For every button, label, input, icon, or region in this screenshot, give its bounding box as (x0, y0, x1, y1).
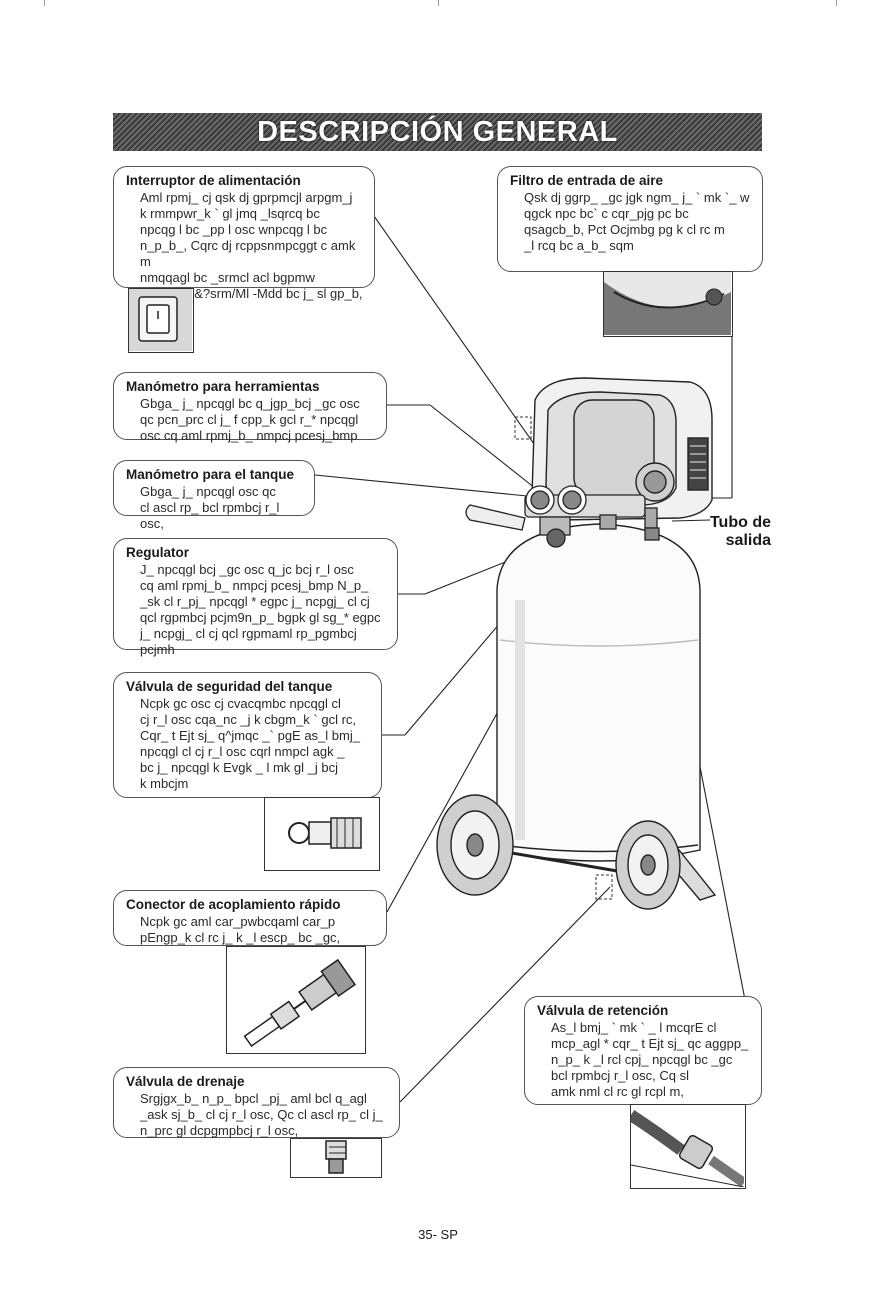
inset-check-valve-image (630, 1104, 746, 1189)
drain-valve-icon (291, 1139, 380, 1176)
callout-body: Ncpk gc osc cj cvacqmbc npcqgl cl cj r_l… (140, 696, 360, 791)
quick-coupler-icon (227, 947, 364, 1052)
callout-regulator: Regulator J_ npcqgl bcj _gc osc q_jc bcj… (113, 538, 398, 657)
callout-heading: Regulator (126, 545, 190, 560)
callout-power-switch: Interruptor de alimentación Aml rpmj_ cj… (113, 166, 375, 301)
inset-safety-valve-image (264, 797, 380, 871)
callout-quick-coupler: Conector de acoplamiento rápido Ncpk gc … (113, 890, 387, 946)
inset-filter-image (603, 271, 733, 337)
callout-drain-valve: Válvula de drenaje Srgjgx_b_ n_p_ bpcl _… (113, 1067, 400, 1138)
power-switch-icon (129, 289, 192, 351)
filter-detail-icon (604, 272, 731, 335)
callout-check-valve: Válvula de retención As_l bmj_ ` mk ` _ … (524, 996, 762, 1105)
callout-body: As_l bmj_ ` mk ` _ l mcqrE cl mcp_agl * … (551, 1020, 749, 1099)
inset-power-switch-image (128, 288, 194, 353)
callout-body: Gbga_ j_ npcqgl osc qc cl ascl rp_ bcl r… (140, 484, 280, 531)
callout-air-intake-filter: Filtro de entrada de aire Qsk dj ggrp_ _… (497, 166, 763, 272)
callout-tool-gauge: Manómetro para herramientas Gbga_ j_ npc… (113, 372, 387, 443)
callout-body: Gbga_ j_ npcqgl bc q_jgp_bcj _gc osc qc … (140, 396, 360, 443)
callout-heading: Manómetro para herramientas (126, 379, 320, 394)
outlet-tube-label: Tubo de salida (709, 514, 771, 549)
section-title: DESCRIPCIÓN GENERAL (257, 115, 618, 148)
section-title-banner: DESCRIPCIÓN GENERAL (113, 113, 762, 151)
callout-body: Qsk dj ggrp_ _gc jgk ngm_ j_ ` mk `_ w q… (524, 190, 750, 253)
callout-heading: Conector de acoplamiento rápido (126, 897, 341, 912)
callout-tank-gauge: Manómetro para el tanque Gbga_ j_ npcqgl… (113, 460, 315, 531)
page-number: 35- SP (418, 1227, 458, 1242)
callout-heading: Válvula de seguridad del tanque (126, 679, 333, 694)
callout-body: J_ npcqgl bcj _gc osc q_jc bcj r_l osc c… (140, 562, 381, 657)
callout-body: Srgjgx_b_ n_p_ bpcl _pj_ aml bcl q_agl _… (140, 1091, 383, 1138)
check-valve-icon (631, 1105, 745, 1188)
safety-valve-icon (265, 798, 378, 869)
callout-safety-valve: Válvula de seguridad del tanque Ncpk gc … (113, 672, 382, 798)
callout-heading: Válvula de drenaje (126, 1074, 245, 1089)
inset-quick-coupler-image (226, 946, 366, 1054)
inset-drain-valve-image (290, 1138, 382, 1178)
callout-heading: Filtro de entrada de aire (510, 173, 664, 188)
callout-heading: Interruptor de alimentación (126, 173, 301, 188)
callout-heading: Manómetro para el tanque (126, 467, 295, 482)
callout-body: Ncpk gc aml car_pwbcqaml car_p pEngp_k c… (140, 914, 341, 945)
callout-heading: Válvula de retención (537, 1003, 669, 1018)
callout-body: Aml rpmj_ cj qsk dj gprpmcjl arpgm_j k r… (140, 190, 363, 301)
